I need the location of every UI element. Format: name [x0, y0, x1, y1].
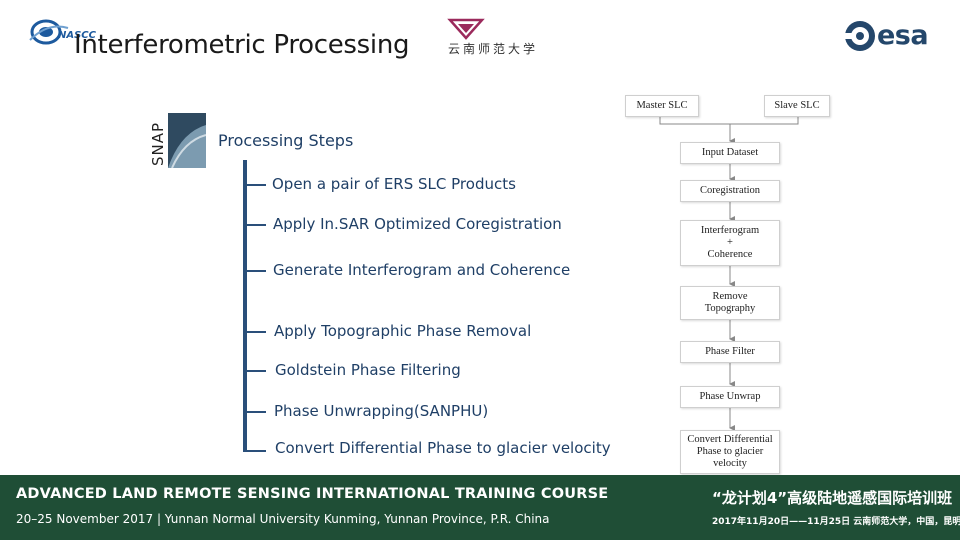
snap-logo-text: SNAP: [149, 121, 167, 166]
flow-phase-filter: Phase Filter: [680, 341, 780, 363]
page-title: Interferometric Processing: [74, 30, 410, 60]
step-tick: [245, 270, 266, 272]
course-subtitle-cn: 2017年11月20日——11月25日 云南师范大学，中国，昆明: [712, 517, 960, 527]
step-interferogram: Generate Interferogram and Coherence: [273, 261, 571, 279]
flow-phase-unwrap: Phase Unwrap: [680, 386, 780, 408]
step-tick: [245, 224, 266, 226]
course-title-cn: “龙计划4”高级陆地遥感国际培训班: [712, 489, 953, 507]
step-tick: [245, 450, 266, 452]
flow-remove-topography: Remove Topography: [680, 286, 780, 320]
step-convert-velocity: Convert Differential Phase to glacier ve…: [275, 439, 611, 457]
step-open-slc: Open a pair of ERS SLC Products: [272, 175, 516, 193]
step-tick: [245, 370, 266, 372]
flow-convert-velocity: Convert Differential Phase to glacier ve…: [680, 430, 780, 474]
footer-banner: [0, 475, 960, 540]
course-title: ADVANCED LAND REMOTE SENSING INTERNATION…: [16, 486, 609, 502]
flow-master-slc: Master SLC: [625, 95, 699, 117]
nascc-logo-text: NASCC: [58, 30, 96, 41]
step-goldstein-filtering: Goldstein Phase Filtering: [275, 361, 461, 379]
flow-input-dataset: Input Dataset: [680, 142, 780, 164]
snap-logo: [168, 113, 206, 168]
esa-logo: [842, 21, 875, 51]
steps-timeline: [243, 160, 247, 452]
step-tick: [245, 411, 266, 413]
flow-interferogram-coherence: Interferogram + Coherence: [680, 220, 780, 266]
step-coregistration: Apply In.SAR Optimized Coregistration: [273, 215, 562, 233]
step-tick: [245, 184, 266, 186]
step-phase-unwrapping: Phase Unwrapping(SANPHU): [274, 402, 489, 420]
ynnu-logo-text: 云南师范大学: [448, 42, 539, 56]
flow-coregistration: Coregistration: [680, 180, 780, 202]
nascc-logo: [29, 19, 69, 45]
flow-slave-slc: Slave SLC: [764, 95, 830, 117]
processing-steps-heading: Processing Steps: [218, 131, 354, 150]
esa-logo-text: esa: [877, 20, 929, 51]
course-subtitle: 20–25 November 2017 | Yunnan Normal Univ…: [16, 512, 550, 526]
step-tick: [245, 331, 266, 333]
step-topographic-removal: Apply Topographic Phase Removal: [274, 322, 532, 340]
ynnu-logo: [447, 18, 485, 40]
